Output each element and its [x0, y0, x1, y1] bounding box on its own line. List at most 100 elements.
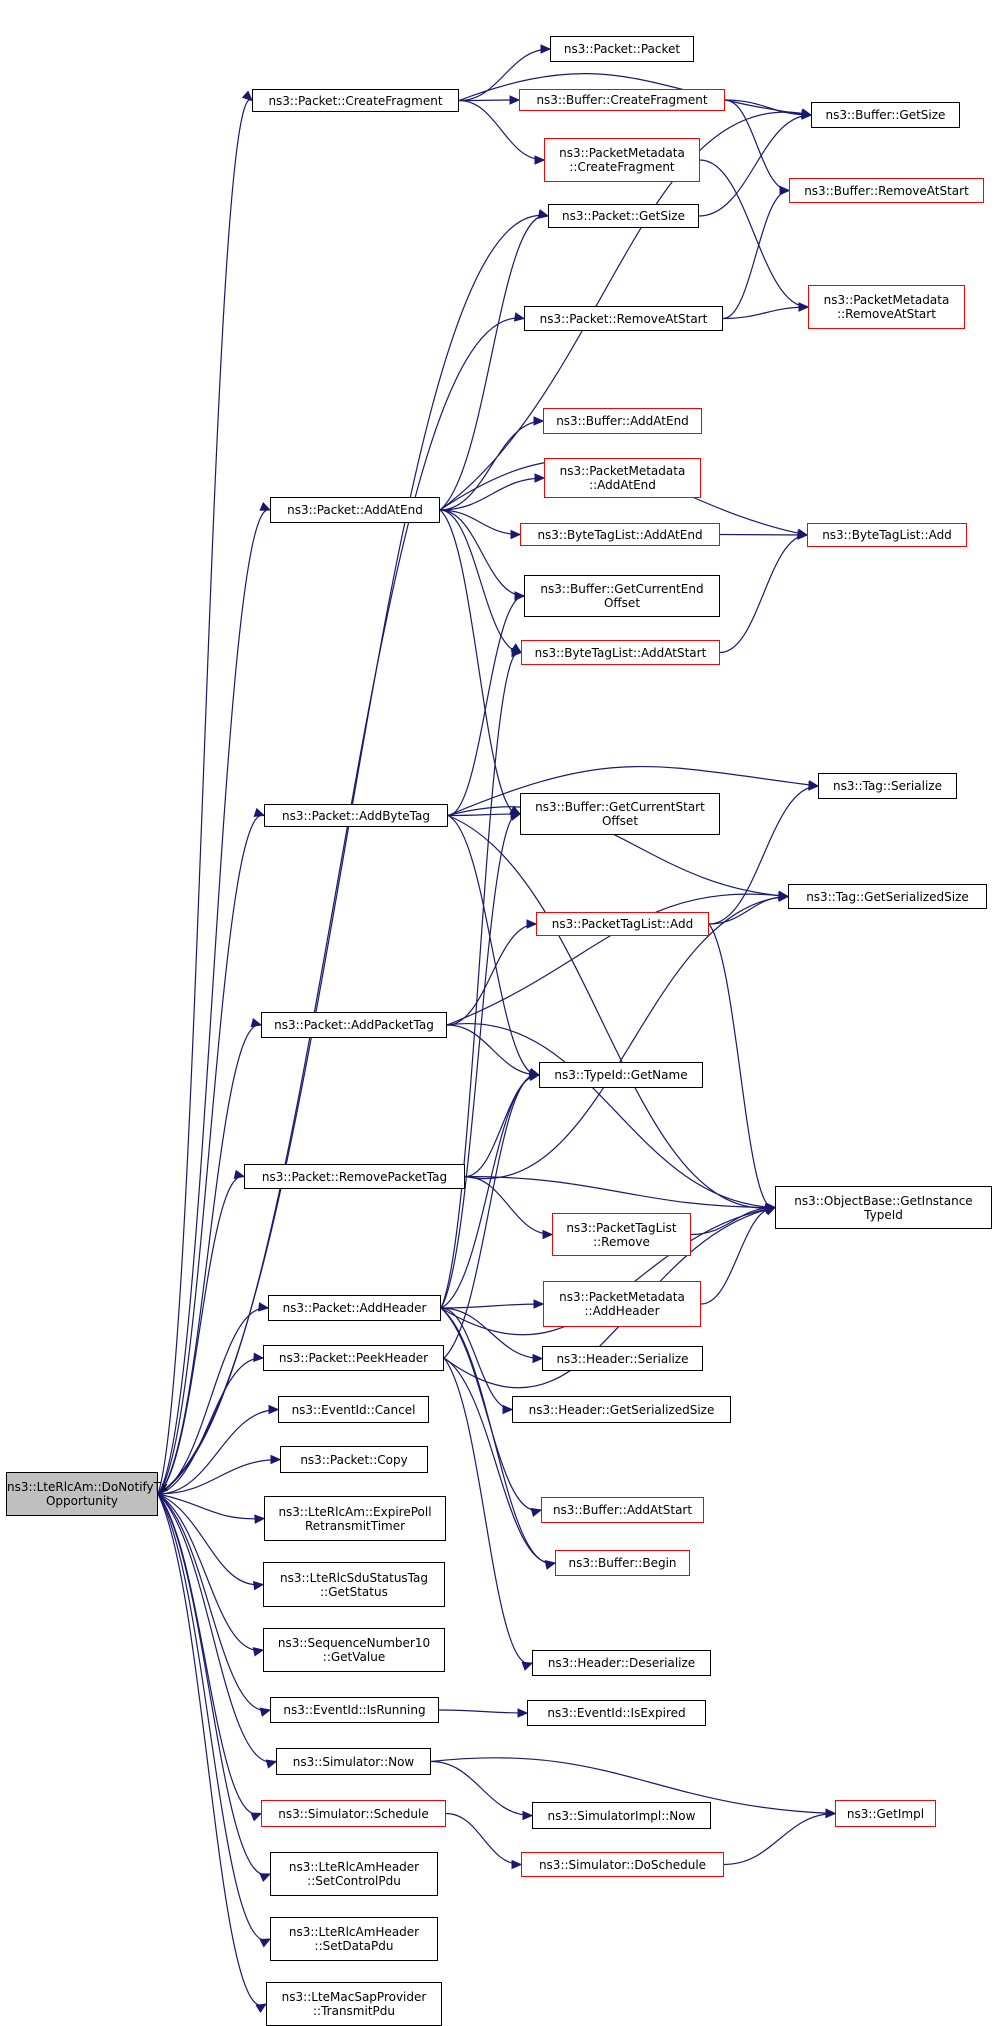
node-label: ::AddAtEnd: [589, 478, 656, 492]
node-eventIsExpired[interactable]: ns3::EventId::IsExpired: [527, 1700, 706, 1726]
edge-arrowhead: [514, 591, 526, 601]
edge-arrowhead: [259, 501, 272, 511]
node-label: Opportunity: [45, 1494, 118, 1508]
edge-root-to-createFragment: [157, 99, 253, 1495]
edge-bufCreateFragment-to-bufRemoveAtStart: [724, 99, 790, 192]
edge-arrowhead: [798, 302, 810, 312]
node-getImpl[interactable]: ns3::GetImpl: [835, 1800, 936, 1827]
node-label: ns3::ByteTagList::AddAtEnd: [537, 527, 703, 542]
node-label: RetransmitTimer: [304, 1518, 406, 1533]
node-hdrGetSerializedSize[interactable]: ns3::Header::GetSerializedSize: [512, 1396, 731, 1423]
node-label: ns3::ObjectBase::GetInstance: [794, 1193, 973, 1208]
edge-root-to-pktAddPacketTag: [157, 1024, 262, 1495]
node-simNow[interactable]: ns3::Simulator::Now: [276, 1748, 431, 1775]
node-ptlRemove[interactable]: ns3::PacketTagList::Remove: [552, 1213, 691, 1256]
edge-pktAddAtEnd-to-bufAddAtEnd: [439, 420, 544, 511]
node-label: ns3::Packet::AddPacketTag: [274, 1018, 434, 1032]
node-ptlAdd[interactable]: ns3::PacketTagList::Add: [536, 912, 709, 936]
node-typeIdGetName[interactable]: ns3::TypeId::GetName: [539, 1062, 703, 1088]
edge-arrowhead: [779, 185, 791, 196]
node-tagGetSerializedSize[interactable]: ns3::Tag::GetSerializedSize: [788, 884, 987, 909]
node-hdrDeserialize[interactable]: ns3::Header::Deserialize: [532, 1650, 711, 1676]
node-pmAddHeader[interactable]: ns3::PacketMetadata::AddHeader: [543, 1281, 701, 1327]
edge-arrowhead: [540, 44, 552, 54]
node-label: ::GetValue: [322, 1650, 386, 1664]
node-label: ns3::LteRlcAm::DoNotifyTx: [7, 1480, 169, 1494]
edge-pktAddAtEnd-to-bufGetCurrentStartOffset: [439, 509, 521, 815]
node-label: ::Remove: [593, 1234, 650, 1249]
node-bufBegin[interactable]: ns3::Buffer::Begin: [555, 1550, 690, 1576]
edge-root-to-pktCopy: [157, 1458, 281, 1495]
edge-bufCreateFragment-to-bufGetSize: [724, 99, 812, 116]
node-pktCopy[interactable]: ns3::Packet::Copy: [280, 1446, 428, 1473]
node-bufRemoveAtStart[interactable]: ns3::Buffer::RemoveAtStart: [789, 178, 984, 203]
node-pktRemovePacketTag[interactable]: ns3::Packet::RemovePacketTag: [244, 1164, 465, 1189]
edge-root-to-pktPeekHeader: [157, 1357, 264, 1495]
node-btlAdd[interactable]: ns3::ByteTagList::Add: [807, 523, 967, 547]
edge-simDoSchedule-to-getImpl: [723, 1812, 836, 1866]
node-setDataPdu[interactable]: ns3::LteRlcAmHeader::SetDataPdu: [270, 1917, 438, 1961]
node-bufCreateFragment[interactable]: ns3::Buffer::CreateFragment: [519, 89, 725, 111]
edge-arrowhead: [253, 807, 266, 817]
node-label: ns3::Header::Serialize: [556, 1351, 689, 1366]
node-label: ::SetControlPdu: [307, 1874, 401, 1888]
node-tagSerialize[interactable]: ns3::Tag::Serialize: [818, 773, 957, 799]
node-packetCtor[interactable]: ns3::Packet::Packet: [550, 36, 694, 62]
node-bufAddAtEnd[interactable]: ns3::Buffer::AddAtEnd: [543, 408, 702, 434]
node-simImplNow[interactable]: ns3::SimulatorImpl::Now: [532, 1802, 711, 1829]
node-sduGetStatus[interactable]: ns3::LteRlcSduStatusTag::GetStatus: [263, 1562, 445, 1607]
edge-arrowhead: [254, 1514, 266, 1524]
node-transmitPdu[interactable]: ns3::LteMacSapProvider::TransmitPdu: [266, 1982, 442, 2026]
node-pktPeekHeader[interactable]: ns3::Packet::PeekHeader: [263, 1345, 444, 1371]
node-simDoSchedule[interactable]: ns3::Simulator::DoSchedule: [521, 1852, 724, 1877]
node-simSchedule[interactable]: ns3::Simulator::Schedule: [261, 1800, 446, 1827]
node-pmRemoveAtStart[interactable]: ns3::PacketMetadata::RemoveAtStart: [808, 285, 965, 329]
node-bufGetSize[interactable]: ns3::Buffer::GetSize: [811, 102, 960, 128]
node-pmCreateFragment[interactable]: ns3::PacketMetadata::CreateFragment: [544, 138, 700, 182]
node-sn10GetValue[interactable]: ns3::SequenceNumber10::GetValue: [263, 1628, 445, 1672]
node-hdrSerialize[interactable]: ns3::Header::Serialize: [542, 1346, 703, 1371]
edge-arrowhead: [533, 416, 545, 426]
node-pktGetSize[interactable]: ns3::Packet::GetSize: [548, 204, 699, 228]
node-pktAddByteTag[interactable]: ns3::Packet::AddByteTag: [264, 804, 448, 827]
node-label: ns3::EventId::Cancel: [291, 1402, 416, 1417]
edge-pktRemovePacketTag-to-objGetInstanceTypeId: [464, 1175, 776, 1209]
node-setControlPdu[interactable]: ns3::LteRlcAmHeader::SetControlPdu: [270, 1852, 438, 1896]
node-label: ns3::LteMacSapProvider: [281, 1990, 427, 2004]
node-label: ns3::Header::Deserialize: [547, 1656, 696, 1670]
edge-pktPeekHeader-to-hdrDeserialize: [443, 1357, 533, 1664]
edge-pktAddPacketTag-to-typeIdGetName: [446, 1024, 540, 1076]
edge-arrowhead: [522, 1810, 534, 1821]
edge-ptlAdd-to-tagGetSerializedSize: [708, 895, 789, 925]
node-label: ::CreateFragment: [569, 160, 675, 174]
node-label: ns3::GetImpl: [846, 1806, 925, 1821]
edge-arrowhead: [510, 529, 522, 540]
node-pktAddPacketTag[interactable]: ns3::Packet::AddPacketTag: [261, 1012, 447, 1038]
edge-pktPeekHeader-to-typeIdGetName: [443, 1074, 540, 1359]
edge-createFragment-to-pmCreateFragment: [458, 99, 545, 161]
node-eventCancel[interactable]: ns3::EventId::Cancel: [278, 1396, 429, 1423]
node-label: ns3::LteRlcAmHeader: [288, 1925, 420, 1939]
node-pktAddAtEnd[interactable]: ns3::Packet::AddAtEnd: [270, 497, 440, 523]
node-btlAddAtEnd[interactable]: ns3::ByteTagList::AddAtEnd: [520, 523, 720, 546]
edge-root-to-pktAddHeader: [157, 1307, 269, 1495]
edge-root-to-expirePoll: [157, 1493, 265, 1520]
node-pmAddAtEnd[interactable]: ns3::PacketMetadata::AddAtEnd: [544, 458, 701, 498]
node-pktRemoveAtStart[interactable]: ns3::Packet::RemoveAtStart: [524, 306, 723, 331]
node-eventIsRunning[interactable]: ns3::EventId::IsRunning: [270, 1697, 439, 1723]
node-label: Offset: [603, 596, 641, 610]
node-bufAddAtStart[interactable]: ns3::Buffer::AddAtStart: [541, 1497, 704, 1523]
node-label: ns3::Packet::AddAtEnd: [287, 503, 423, 517]
edge-pktAddByteTag-to-objGetInstanceTypeId: [447, 814, 776, 1209]
edge-pktAddPacketTag-to-ptlAdd: [446, 923, 537, 1026]
edge-pktRemovePacketTag-to-ptlRemove: [464, 1175, 553, 1236]
node-createFragment[interactable]: ns3::Packet::CreateFragment: [252, 89, 459, 112]
node-btlAddAtStart[interactable]: ns3::ByteTagList::AddAtStart: [521, 640, 720, 665]
edge-arrowhead: [517, 1708, 529, 1718]
node-pktAddHeader[interactable]: ns3::Packet::AddHeader: [268, 1295, 441, 1321]
